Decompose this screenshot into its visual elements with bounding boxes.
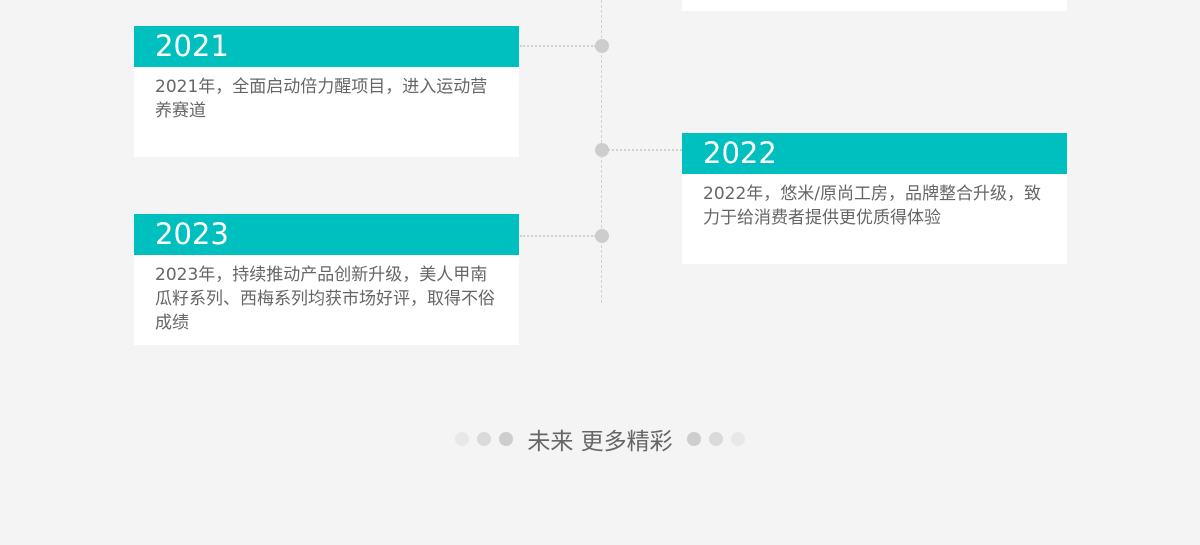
- timeline-node-2022: [595, 143, 609, 157]
- timeline-card-2022: 2022 2022年，悠米/原尚工房，品牌整合升级，致力于给消费者提供更优质得体…: [682, 133, 1067, 264]
- timeline-card-2021: 2021 2021年，全面启动倍力醒项目，进入运动营养赛道: [134, 26, 519, 157]
- card-year: 2021: [134, 26, 519, 67]
- future-footer: 未来 更多精彩: [0, 422, 1200, 456]
- decor-dot: [499, 432, 514, 446]
- connector-2021: [520, 45, 596, 47]
- timeline-node-2021: [595, 39, 609, 53]
- decor-dot: [686, 432, 701, 446]
- decor-dot: [708, 432, 723, 446]
- connector-2023: [520, 235, 596, 237]
- timeline-card-2023: 2023 2023年，持续推动产品创新升级，美人甲南瓜籽系列、西梅系列均获市场好…: [134, 214, 519, 345]
- card-text: 2023年，持续推动产品创新升级，美人甲南瓜籽系列、西梅系列均获市场好评，取得不…: [155, 265, 495, 333]
- decor-dot: [477, 432, 492, 446]
- connector-2022: [608, 149, 682, 151]
- card-text: 2021年，全面启动倍力醒项目，进入运动营养赛道: [155, 77, 488, 121]
- timeline-node-2023: [595, 229, 609, 243]
- previous-card-bottom: [682, 0, 1067, 11]
- card-year: 2022: [682, 133, 1067, 174]
- card-year: 2023: [134, 214, 519, 255]
- decor-dot: [730, 432, 745, 446]
- decor-dot: [455, 432, 470, 446]
- card-text: 2022年，悠米/原尚工房，品牌整合升级，致力于给消费者提供更优质得体验: [703, 184, 1041, 228]
- future-text: 未来 更多精彩: [527, 429, 673, 455]
